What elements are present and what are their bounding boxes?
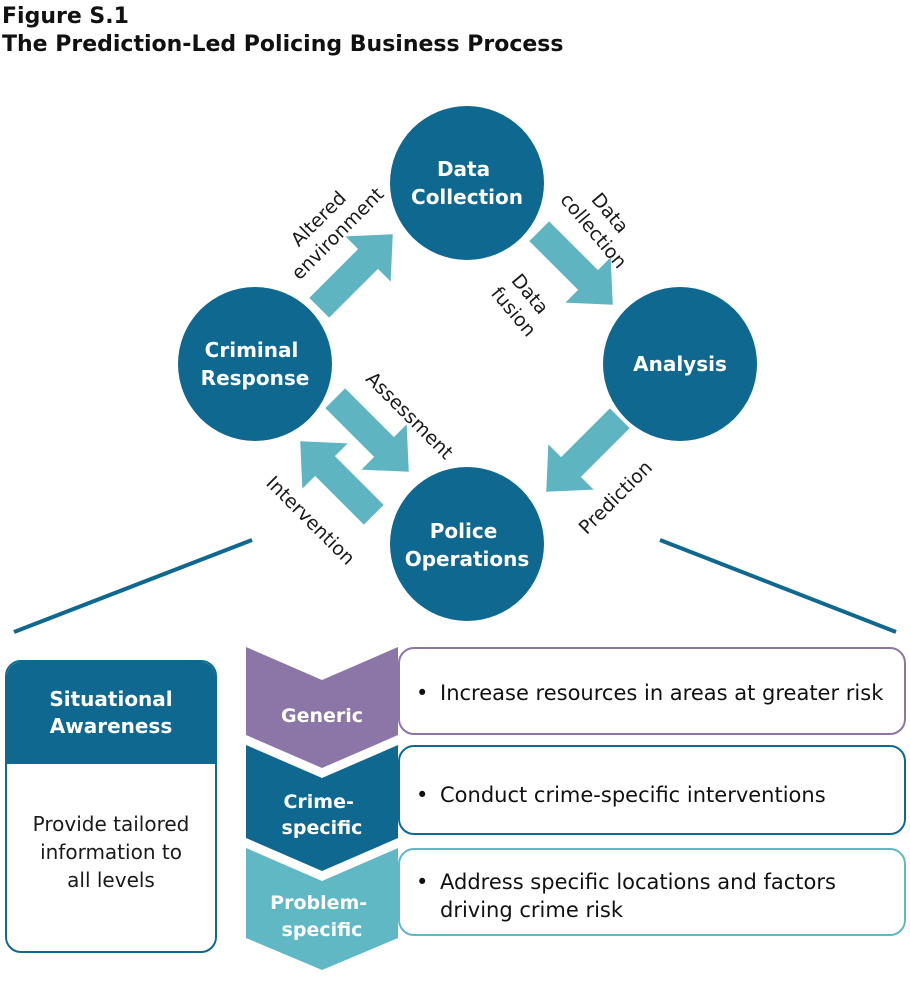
node-criminal-response-line2: Response: [201, 366, 310, 390]
situational-awareness-body-line2: information to: [40, 840, 182, 864]
situational-awareness-box: Situational Awareness Provide tailored i…: [5, 660, 217, 953]
situational-awareness-title-line2: Awareness: [49, 714, 173, 738]
svg-text:Police Operations: Police Operations: [405, 519, 530, 571]
chevron-crime-specific-line1: Crime-: [283, 791, 353, 813]
generic-description-box: Increase resources in areas at greater r…: [398, 647, 906, 735]
chevron-problem-specific-line2: specific: [282, 919, 363, 941]
chevron-crime-specific-line2: specific: [282, 817, 363, 839]
crime-specific-bullet-list: Conduct crime-specific interventions: [400, 781, 904, 809]
svg-text:Problem- specific: Problem- specific: [270, 892, 374, 941]
node-criminal-response-line1: Criminal: [205, 338, 299, 362]
problem-specific-description-box: Address specific locations and factors d…: [398, 848, 906, 936]
situational-awareness-body-line1: Provide tailored: [32, 812, 190, 836]
svg-text:Data Collection: Data Collection: [411, 157, 523, 209]
svg-text:Crime- specific: Crime- specific: [282, 791, 363, 839]
crime-specific-bullet: Conduct crime-specific interventions: [400, 781, 904, 809]
generic-bullet: Increase resources in areas at greater r…: [400, 679, 904, 707]
chevron-crime-specific: Crime- specific: [246, 745, 398, 871]
node-data-collection-line1: Data: [437, 157, 490, 181]
node-analysis: Analysis: [603, 287, 757, 441]
arrow-assessment: [325, 388, 409, 472]
arrow-altered-environment: [309, 234, 393, 318]
callout-line-left: [13, 538, 253, 634]
svg-text:Criminal Response: Criminal Response: [201, 338, 310, 390]
chevron-generic-label: Generic: [281, 705, 363, 727]
crime-specific-description-box: Conduct crime-specific interventions: [398, 745, 906, 835]
figure-number: Figure S.1: [2, 4, 129, 29]
node-data-collection-line2: Collection: [411, 185, 523, 209]
problem-specific-bullet: Address specific locations and factors d…: [400, 868, 904, 924]
node-data-collection: Data Collection: [390, 106, 544, 260]
arrow-prediction: [546, 408, 630, 492]
situational-awareness-title-line1: Situational: [49, 687, 173, 711]
chevron-problem-specific: Problem- specific: [246, 848, 398, 970]
edge-label-data-fusion: Data fusion: [486, 267, 558, 341]
svg-text:Analysis: Analysis: [633, 352, 727, 376]
node-police-operations-line1: Police: [430, 519, 498, 543]
generic-bullet-list: Increase resources in areas at greater r…: [400, 679, 904, 707]
callout-line-right: [659, 538, 897, 634]
svg-text:Generic: Generic: [281, 705, 363, 727]
node-analysis-line1: Analysis: [633, 352, 727, 376]
chevron-problem-specific-line1: Problem-: [270, 892, 367, 914]
chevron-generic: Generic: [246, 647, 398, 768]
figure-title: The Prediction-Led Policing Business Pro…: [2, 32, 564, 57]
problem-specific-bullet-list: Address specific locations and factors d…: [400, 868, 904, 924]
node-criminal-response: Criminal Response: [178, 287, 332, 441]
situational-awareness-body-line3: all levels: [67, 868, 155, 892]
arrow-intervention: [300, 441, 384, 525]
node-police-operations: Police Operations: [390, 467, 544, 621]
situational-awareness-header: Situational Awareness: [7, 662, 215, 764]
situational-awareness-body: Provide tailored information to all leve…: [7, 764, 215, 894]
node-police-operations-line2: Operations: [405, 547, 530, 571]
arrow-data-collection: [529, 221, 613, 305]
